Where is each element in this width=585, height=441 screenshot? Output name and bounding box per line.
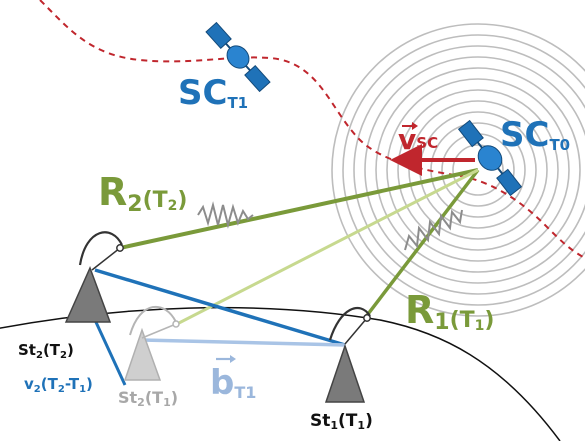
- label-st1-t1: St1(T1): [310, 411, 373, 432]
- wavefront-ring: [375, 67, 581, 273]
- label-st2-t2: St2(T2): [18, 341, 74, 361]
- label-baseline-bt1: bT1: [210, 355, 256, 403]
- wavefront-ring: [386, 78, 570, 262]
- station-motion-line: [93, 319, 127, 386]
- station-st2-t1-ghost-icon: [123, 305, 180, 381]
- wavefront-ring: [452, 144, 504, 196]
- wavefront-ring: [342, 34, 585, 306]
- wavefront-ring: [331, 23, 585, 317]
- label-r1: R1(T1): [405, 288, 494, 335]
- baseline-st2t2-st1: [94, 268, 346, 347]
- range-line-st2-t1: [174, 168, 479, 327]
- signal-wave-r2: [197, 201, 254, 229]
- svg-text:bT1: bT1: [210, 363, 256, 403]
- signal-wavefronts: [331, 23, 585, 317]
- spacecraft-t1-icon: [205, 21, 271, 93]
- wavefront-ring: [364, 56, 585, 284]
- wavefront-ring: [353, 45, 585, 295]
- svg-text:vSC: vSC: [398, 123, 438, 156]
- range-line-r1: [363, 168, 480, 320]
- label-v2-motion: v2(T2-T1): [24, 375, 93, 395]
- station-st1-t1-icon: [324, 306, 371, 403]
- label-sc-t0: SCT0: [500, 115, 570, 155]
- signal-wave-r1: [404, 209, 463, 251]
- range-line-r2: [119, 168, 479, 250]
- spacecraft-t0-icon: [457, 119, 523, 197]
- baseline-bt1: [141, 338, 346, 347]
- label-velocity-sc: vSC: [398, 122, 438, 156]
- label-r2: R2(T2): [98, 170, 187, 217]
- label-st2-t1: St2(T1): [118, 388, 178, 409]
- station-st2-t2-icon: [64, 231, 124, 323]
- spacecraft-trajectory: [39, 0, 585, 259]
- label-sc-t1: SCT1: [178, 73, 248, 113]
